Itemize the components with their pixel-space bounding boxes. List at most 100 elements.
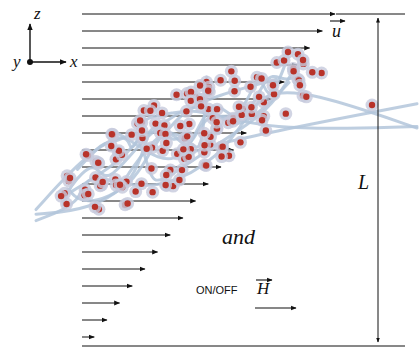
velocity-arrow [82, 286, 132, 287]
particle-halo [211, 103, 224, 116]
particle-halo [113, 178, 126, 191]
particle-core [237, 139, 243, 145]
particle [306, 66, 319, 79]
particle-halo [173, 173, 186, 186]
chain-strand [69, 67, 295, 193]
particle [105, 128, 118, 141]
particle [160, 137, 173, 150]
particle-core [177, 123, 183, 129]
particle-halo [198, 127, 211, 140]
particle [366, 99, 379, 112]
particle-halo [279, 107, 292, 120]
particle-halo [174, 120, 187, 133]
particle-core [248, 104, 254, 110]
chain-strand [63, 83, 289, 205]
particle [245, 101, 258, 114]
particle-core [231, 78, 237, 84]
velocity-arrow [82, 218, 183, 219]
particle-core [231, 88, 237, 94]
particle [282, 46, 295, 59]
velocity-arrow [82, 337, 94, 338]
particle-core [162, 182, 168, 188]
particle-core [201, 142, 207, 148]
particle-halo [80, 148, 93, 161]
particle-halo [228, 74, 241, 87]
particle [82, 187, 95, 200]
chain-strand [36, 93, 417, 221]
particle-halo [245, 101, 258, 114]
particle [234, 136, 247, 149]
particle-halo [96, 175, 109, 188]
particle-core [186, 121, 192, 127]
particle [293, 79, 306, 92]
particle [210, 116, 223, 129]
particle [145, 162, 158, 175]
particle-halo [160, 169, 173, 182]
particle-core [236, 104, 242, 110]
particle-halo [202, 84, 215, 97]
particle-core [271, 91, 277, 97]
particle-core [159, 110, 165, 116]
particle-core [67, 175, 73, 181]
particle-halo [135, 124, 148, 137]
particle-core [152, 120, 158, 126]
field-label: H [257, 280, 269, 297]
particle-core [143, 146, 149, 152]
particle [253, 90, 266, 103]
particle-halo [105, 139, 118, 152]
particle-halo [177, 143, 190, 156]
particle-core [318, 70, 324, 76]
chain-strand [117, 76, 297, 158]
particle-halo [266, 79, 279, 92]
particle-core [147, 107, 153, 113]
particle-core [198, 103, 204, 109]
particle-halo [92, 156, 105, 169]
particle-core [163, 140, 169, 146]
particle [255, 72, 268, 85]
particle-core [217, 77, 223, 83]
particle-core [258, 75, 264, 81]
chain-strand [68, 79, 277, 201]
particle-halo [64, 172, 77, 185]
particle-core [188, 89, 194, 95]
axis-label: z [34, 5, 41, 22]
particle-halo [200, 159, 213, 172]
particle-core [263, 127, 269, 133]
particle-core [300, 57, 306, 63]
particle [105, 139, 118, 152]
particle [96, 175, 109, 188]
particle-halo [282, 46, 295, 59]
particle-core [297, 82, 303, 88]
particle-core [303, 94, 309, 100]
particle-core [201, 130, 207, 136]
particle [215, 150, 228, 163]
particle-core [179, 167, 185, 173]
particle-halo [82, 187, 95, 200]
particle-halo [256, 114, 269, 127]
axis-label: y [13, 53, 21, 70]
dimension-label: L [358, 172, 369, 192]
particle-core [205, 88, 211, 94]
particle-core [176, 177, 182, 183]
particle [211, 103, 224, 116]
particle-core [184, 133, 190, 139]
particle-core [173, 92, 179, 98]
particle-halo [210, 116, 223, 129]
particle-core [219, 143, 225, 149]
particle-core [163, 172, 169, 178]
particle [144, 104, 157, 117]
particle [173, 173, 186, 186]
velocity-profile [82, 14, 335, 337]
particle-core [197, 82, 203, 88]
velocity-arrow [82, 320, 107, 321]
chain-strand [36, 104, 417, 214]
vector-arrow-h [255, 280, 296, 308]
particle-core [99, 179, 105, 185]
particle-core [214, 106, 220, 112]
particle-halo [293, 79, 306, 92]
particle-halo [121, 197, 134, 210]
particle-core [128, 131, 134, 137]
particle-core [259, 117, 265, 123]
particle-core [188, 98, 194, 104]
